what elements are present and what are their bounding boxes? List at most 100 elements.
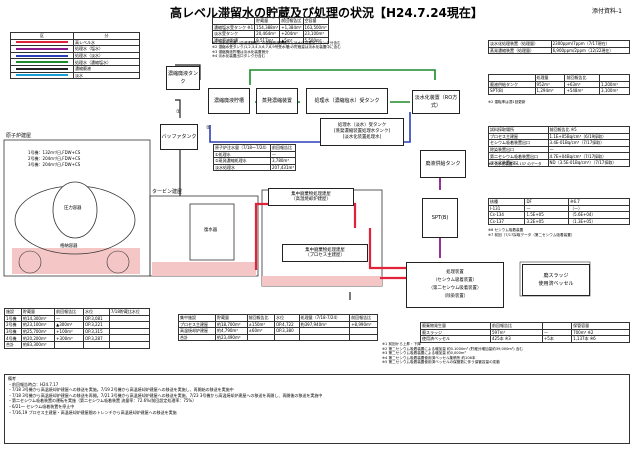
building-cell: 約23,100m³ bbox=[20, 321, 56, 329]
nuclide-notes: ※6 セシウム吸着装置 ※7 前回（7/17採取データ（第二セシウム吸着装置） bbox=[488, 228, 574, 238]
building-cell: 約25,700m³ bbox=[20, 327, 56, 336]
sludge-header: 廃棄物発生量 bbox=[419, 322, 492, 330]
high-level-flow bbox=[254, 202, 420, 280]
nuclide-cell: Cs-137 bbox=[487, 217, 526, 226]
condenser-shape bbox=[189, 203, 235, 261]
nuclide-note: ※6 セシウム吸着装置 bbox=[488, 228, 524, 232]
building-header: 水位 bbox=[82, 308, 110, 316]
treatment-rate-table: 処理量 前回報告比 廃液供給タンク 952m³ +63m³ 1,200m³ SP… bbox=[488, 74, 630, 95]
circle-one: ① bbox=[176, 109, 181, 115]
building-cell: OP.3,287 bbox=[82, 334, 110, 342]
legend-swatch bbox=[16, 61, 68, 64]
center-cell bbox=[273, 333, 300, 342]
remarks-line: ・第二セシウム吸着装置の運転を実施（第二セシウム吸着装置 流量率：72.6%/前… bbox=[8, 398, 197, 404]
legend-table: 区分 高レベル水 処理水（塩水） 処理水（淡水） 処理水（濃縮塩水） 濃縮廃液 … bbox=[10, 32, 140, 80]
center-cell: ±60m³ bbox=[246, 327, 275, 335]
legend-swatch bbox=[16, 67, 68, 70]
storage-cell: 5,500m³ bbox=[302, 36, 329, 45]
center-cell: 高温焼却炉建屋 bbox=[178, 327, 216, 335]
storage-table: 貯蔵量 前回報告比 空容量 濃縮塩水受タンク ※1 154,388m³ +1,3… bbox=[211, 17, 329, 45]
building-cell: 約14,300m³ bbox=[20, 314, 56, 323]
treatment-device: 処理装置 （セシウム吸着装置） （第二セシウム吸着装置） （除染装置） bbox=[406, 262, 504, 308]
building-header: 施設 bbox=[4, 308, 22, 316]
sample-cell: ND（3.5E-01Bq/cm³）（7/17採取） bbox=[547, 158, 631, 167]
building-cell: 合計 bbox=[4, 340, 22, 349]
center-cell: プロセス主建屋 bbox=[178, 320, 216, 329]
storage-notes: ※1 淡水化装置（逆浸透膜型）の濃縮廃液貯槽中と淡水化装置出口タンク分含む ※2… bbox=[212, 41, 341, 59]
sludge-header bbox=[541, 322, 573, 330]
center-cell: 約23,490m³ bbox=[214, 333, 248, 342]
building-cell: 4号機 bbox=[4, 334, 22, 342]
legend-swatch bbox=[16, 74, 68, 77]
rate-note: ※2 運転率は週1回更新 bbox=[488, 100, 526, 104]
building-cell bbox=[108, 340, 151, 349]
concentrated-water-tank: 処理水（濃縮塩水）受タンク bbox=[306, 88, 388, 114]
center-header: 前回報告比 bbox=[349, 314, 378, 322]
process-building: 集中廃棄物処理建屋 （プロセス主建屋） bbox=[282, 244, 368, 262]
fresh-water-tank-label: 処理水（淡水）受タンク bbox=[337, 123, 387, 128]
sludge-cell: 廃スラッジ bbox=[419, 328, 492, 337]
storage-cell: 濃縮廃液貯槽 bbox=[211, 36, 256, 45]
injection-cell: 207,431m³ bbox=[269, 163, 297, 172]
building-cell: ▲300m³ bbox=[54, 321, 84, 329]
building-header: 貯蔵量 bbox=[20, 308, 56, 316]
sludge-cell: 597m³ bbox=[490, 328, 543, 337]
sample-note: ※5 淡水化装置 Cs-137 のデータ bbox=[488, 162, 542, 166]
buffer-tank: バッファタンク bbox=[160, 124, 198, 150]
waste-supply-tank: 廃液供給タンク bbox=[420, 150, 466, 178]
central-water-area bbox=[262, 276, 382, 286]
remarks-line: ・7/18 3号機から高温焼却炉建屋への移送を再開。7/21 3号機から高温焼却… bbox=[8, 392, 323, 398]
storage-cell: ▲5m³ bbox=[279, 36, 304, 45]
storage-note: ※3 濃縮廃液貯槽は淡水化装置側分 bbox=[212, 49, 269, 54]
remarks-line: ・6/21〜 セシウム吸着装置を停止中 bbox=[8, 403, 75, 409]
injection-cell: 前回報告比 bbox=[269, 144, 297, 152]
center-cell bbox=[349, 327, 378, 335]
center-header: 水位 bbox=[273, 314, 300, 322]
building-cell: 2号機 bbox=[4, 321, 22, 329]
nuclide-note: ※7 前回（7/17採取データ（第二セシウム吸着装置） bbox=[488, 233, 575, 237]
building-cell: OP.3,081 bbox=[82, 314, 110, 323]
legend-swatch bbox=[16, 47, 68, 50]
injection-cell: ②蒸発濃縮処理水 bbox=[213, 157, 271, 165]
nuclide-cell: （1.3E+05） bbox=[568, 217, 630, 226]
sludge-header: 保管容量 bbox=[571, 322, 630, 330]
turbine-water-area bbox=[152, 262, 256, 276]
concentrated-liquid-tank: 濃縮廃液タンク bbox=[166, 66, 200, 90]
center-cell bbox=[298, 327, 351, 335]
facility-cell: 6,900ppm/2ppm（12/22現在） bbox=[550, 46, 631, 55]
flow-line bbox=[175, 64, 201, 80]
remarks-line: ・7/16,19 プロセス主建屋・高温焼却炉建屋間のトレンチから高温焼却炉建屋へ… bbox=[8, 409, 177, 415]
remarks-box: 備考 ・前回報告時点：H24.7.17 ・7/18 3号機から高温焼却炉建屋への… bbox=[4, 374, 630, 444]
fresh-water-tank-group: 処理水（淡水）受タンク [蒸発濃縮装置処理水タンク] [淡水化装置処理水] bbox=[320, 118, 404, 146]
center-header: 貯蔵量 bbox=[214, 314, 248, 322]
remarks-header: 備考 bbox=[8, 376, 16, 381]
concentrated-fresh-tank-label: [蒸発濃縮装置処理水タンク] bbox=[333, 129, 391, 134]
containment-label: 格納容器 bbox=[60, 244, 78, 249]
torus-left bbox=[18, 250, 42, 274]
center-header: 集中施設 bbox=[178, 314, 216, 322]
building-cell: 3号機 bbox=[4, 327, 22, 336]
sludge-note: ※2 第二セシウム吸着装置による増加量 約0.1000m³ (貯蔵分増加量約39… bbox=[382, 346, 524, 351]
fresh-treat-tank-label: [淡水化装置処理水] bbox=[342, 135, 382, 140]
flow-line bbox=[368, 228, 420, 270]
center-cell: 約18,700m³ bbox=[214, 320, 248, 329]
page-title: 高レベル滞留水の貯蔵及び処理の状況【H24.7.24現在】 bbox=[170, 6, 483, 20]
sludge-cell: 1,137本 ※6 bbox=[571, 335, 630, 343]
pressure-vessel-label: 圧力容器 bbox=[64, 206, 82, 211]
center-table: 集中施設 貯蔵量 前回報告比 水位 処理量（7/18-7/24） 前回報告比 プ… bbox=[178, 314, 378, 342]
center-cell bbox=[349, 333, 378, 342]
center-header: 前回報告比 bbox=[246, 314, 275, 322]
injection-cell: ①処理水 bbox=[213, 150, 271, 159]
sludge-note: ※1 前回から上昇・下降 bbox=[382, 342, 421, 346]
center-cell: ±150m³ bbox=[246, 320, 275, 329]
center-cell: 合計 bbox=[178, 333, 216, 342]
concentrated-liquid-storage: 濃縮廃液貯槽 bbox=[208, 88, 250, 114]
center-cell: +8,990m³ bbox=[349, 320, 378, 329]
center-cell bbox=[246, 333, 275, 342]
center-cell: OP.4,722 bbox=[273, 320, 300, 329]
sludge-vessel: 廃スラッジ 使用済ベッセル bbox=[522, 264, 590, 296]
unit-injection-labels: 1号機：132m³/日,FDW+CS 2号機：204m³/日,FDW+CS 3号… bbox=[28, 150, 80, 168]
storage-note: ※1 淡水化装置（逆浸透膜型）の濃縮廃液貯槽中と淡水化装置出口タンク分含む bbox=[212, 41, 341, 45]
